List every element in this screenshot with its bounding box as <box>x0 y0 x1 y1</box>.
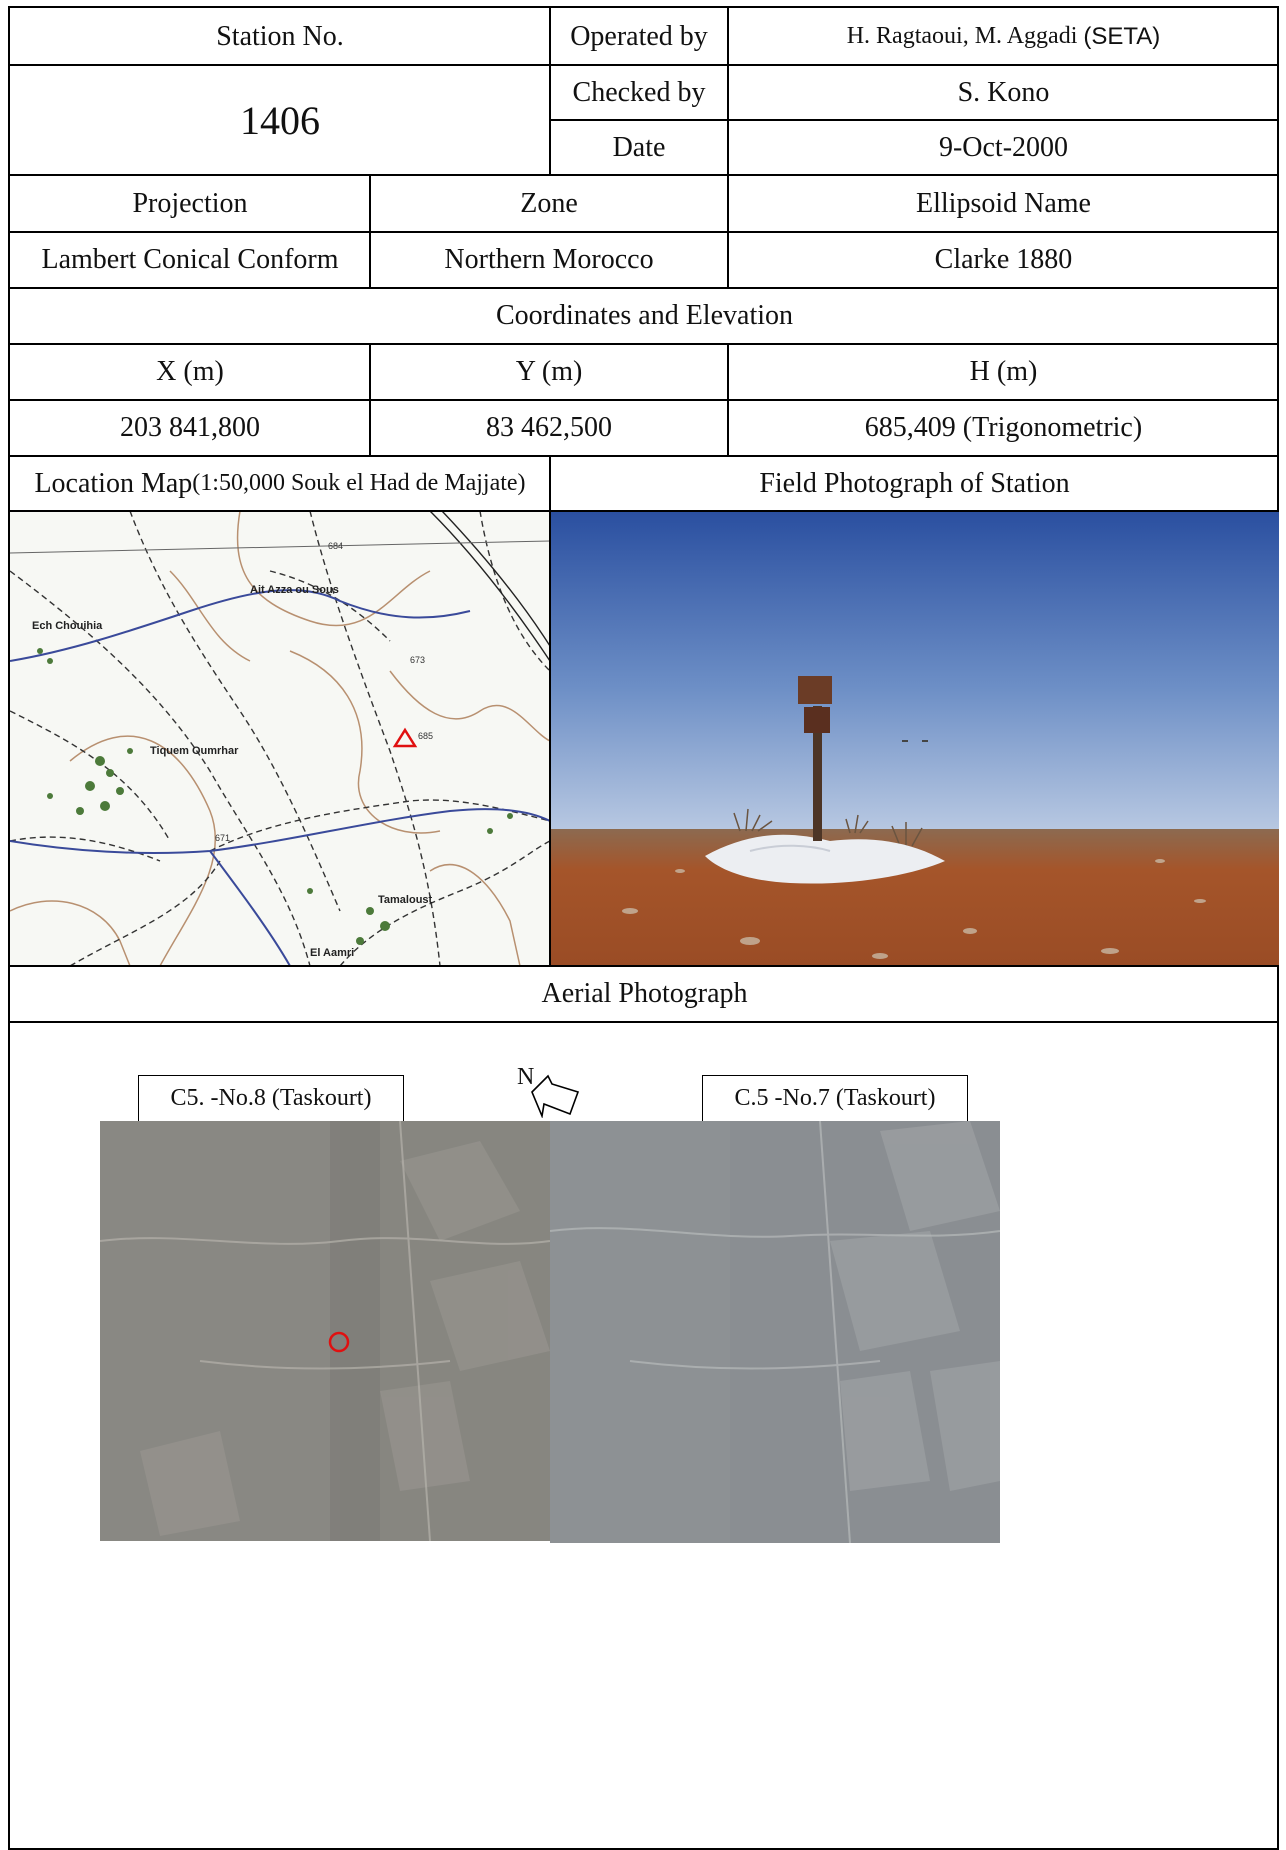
map-grid-line <box>10 540 550 554</box>
location-map-scale: (1:50,000 Souk el Had de Majjate) <box>192 470 526 496</box>
field-photograph <box>550 511 1279 966</box>
date-value: 9-Oct-2000 <box>938 131 1069 163</box>
rule <box>10 231 1279 233</box>
ellipsoid-value: Clarke 1880 <box>934 244 1073 275</box>
map-highway <box>429 511 550 662</box>
photo-sign-bottom <box>804 707 830 733</box>
map-label-ech-chouihia: Ech Chouihia <box>32 620 103 632</box>
projection-value: Lambert Conical Conform <box>41 244 339 275</box>
right-aerial-photo <box>550 1121 1000 1543</box>
rule <box>10 510 1279 512</box>
photo-bushes <box>733 808 923 847</box>
operated-by-names: H. Ragtaoui, M. Aggadi <box>846 23 1078 49</box>
operated-by-label: Operated by <box>570 20 708 52</box>
x-value: 203 841,800 <box>120 412 260 443</box>
map-settlements <box>37 648 513 945</box>
map-roads <box>10 589 550 966</box>
rule <box>10 287 1279 289</box>
left-aerial-fields <box>140 1141 550 1536</box>
map-label-tiquem: Tiquem Oumrhar <box>150 745 239 757</box>
station-record-sheet: Station No. 1406 Operated by H. Ragtaoui… <box>8 6 1279 1850</box>
field-photo-label: Field Photograph of Station <box>759 467 1070 499</box>
right-aerial-tracks <box>550 1121 1000 1543</box>
checked-by-value: S. Kono <box>957 76 1050 108</box>
location-map-image: Tiquem Oumrhar Tamaloust Ait Azza ou Sou… <box>10 511 550 966</box>
station-marker-triangle <box>392 727 418 748</box>
rule <box>10 965 1279 967</box>
rule <box>10 399 1279 401</box>
station-number: 1406 <box>240 97 320 143</box>
map-label-tamaloust: Tamaloust <box>378 894 433 906</box>
map-tracks <box>10 511 550 966</box>
map-height-671: 671 <box>215 833 230 843</box>
photo-birds <box>902 740 928 742</box>
map-height-673: 673 <box>410 655 425 665</box>
zone-value: Northern Morocco <box>444 244 654 275</box>
north-label: N <box>517 1064 535 1090</box>
checked-by-label: Checked by <box>572 76 706 108</box>
aerial-station-marker <box>328 1331 350 1353</box>
map-height-685: 685 <box>418 731 433 741</box>
left-aerial-photo <box>100 1121 550 1541</box>
photo-sign-top <box>798 676 832 704</box>
y-label: Y (m) <box>515 356 583 387</box>
h-value: 685,409 (Trigonometric) <box>864 412 1143 443</box>
right-aerial-drawing <box>550 1121 1000 1543</box>
rule <box>549 8 551 175</box>
map-label-el-aamri: El Aamri <box>310 947 354 959</box>
left-aerial-drawing <box>100 1121 550 1541</box>
rule <box>550 119 1279 121</box>
location-map-label: Location Map(1:50,000 Souk el Had de Maj… <box>10 456 550 511</box>
rule <box>10 343 1279 345</box>
station-number-label: Station No. <box>216 20 344 52</box>
photo-survey-post <box>813 706 822 841</box>
rule <box>10 174 1279 176</box>
aerial-section-title: Aerial Photograph <box>541 978 748 1009</box>
date-label: Date <box>612 131 666 163</box>
map-height-684: 684 <box>328 541 343 551</box>
map-contours <box>10 511 550 966</box>
coordinates-section-title: Coordinates and Elevation <box>495 300 794 331</box>
operated-by-value: H. Ragtaoui, M. Aggadi (SETA) <box>728 8 1279 65</box>
rule <box>727 344 729 456</box>
projection-label: Projection <box>132 187 248 219</box>
field-photo-drawing <box>550 511 1279 966</box>
photo-stones <box>622 859 1206 959</box>
y-value: 83 462,500 <box>486 412 612 443</box>
operated-by-org: (SETA) <box>1083 22 1161 50</box>
ellipsoid-label: Ellipsoid Name <box>916 187 1091 219</box>
zone-label: Zone <box>520 187 578 219</box>
rule <box>369 175 371 288</box>
rule <box>10 64 1279 66</box>
rule <box>10 1021 1279 1023</box>
h-label: H (m) <box>969 356 1038 387</box>
left-aerial-tracks <box>100 1121 550 1541</box>
rule <box>10 455 1279 457</box>
left-aerial-label: C5. -No.8 (Taskourt) <box>138 1075 404 1121</box>
x-label: X (m) <box>156 356 224 387</box>
location-map-drawing: Tiquem Oumrhar Tamaloust Ait Azza ou Sou… <box>10 511 550 966</box>
right-aerial-label: C.5 -No.7 (Taskourt) <box>702 1075 968 1121</box>
rule <box>727 8 729 288</box>
photo-sky <box>550 511 1279 833</box>
map-label-ait-azza: Ait Azza ou Sous <box>250 584 339 596</box>
north-arrow-icon <box>531 1074 580 1118</box>
location-map-title: Location Map <box>34 467 193 499</box>
right-aerial-fields <box>830 1121 1000 1491</box>
rule <box>369 344 371 456</box>
rule <box>549 456 551 966</box>
